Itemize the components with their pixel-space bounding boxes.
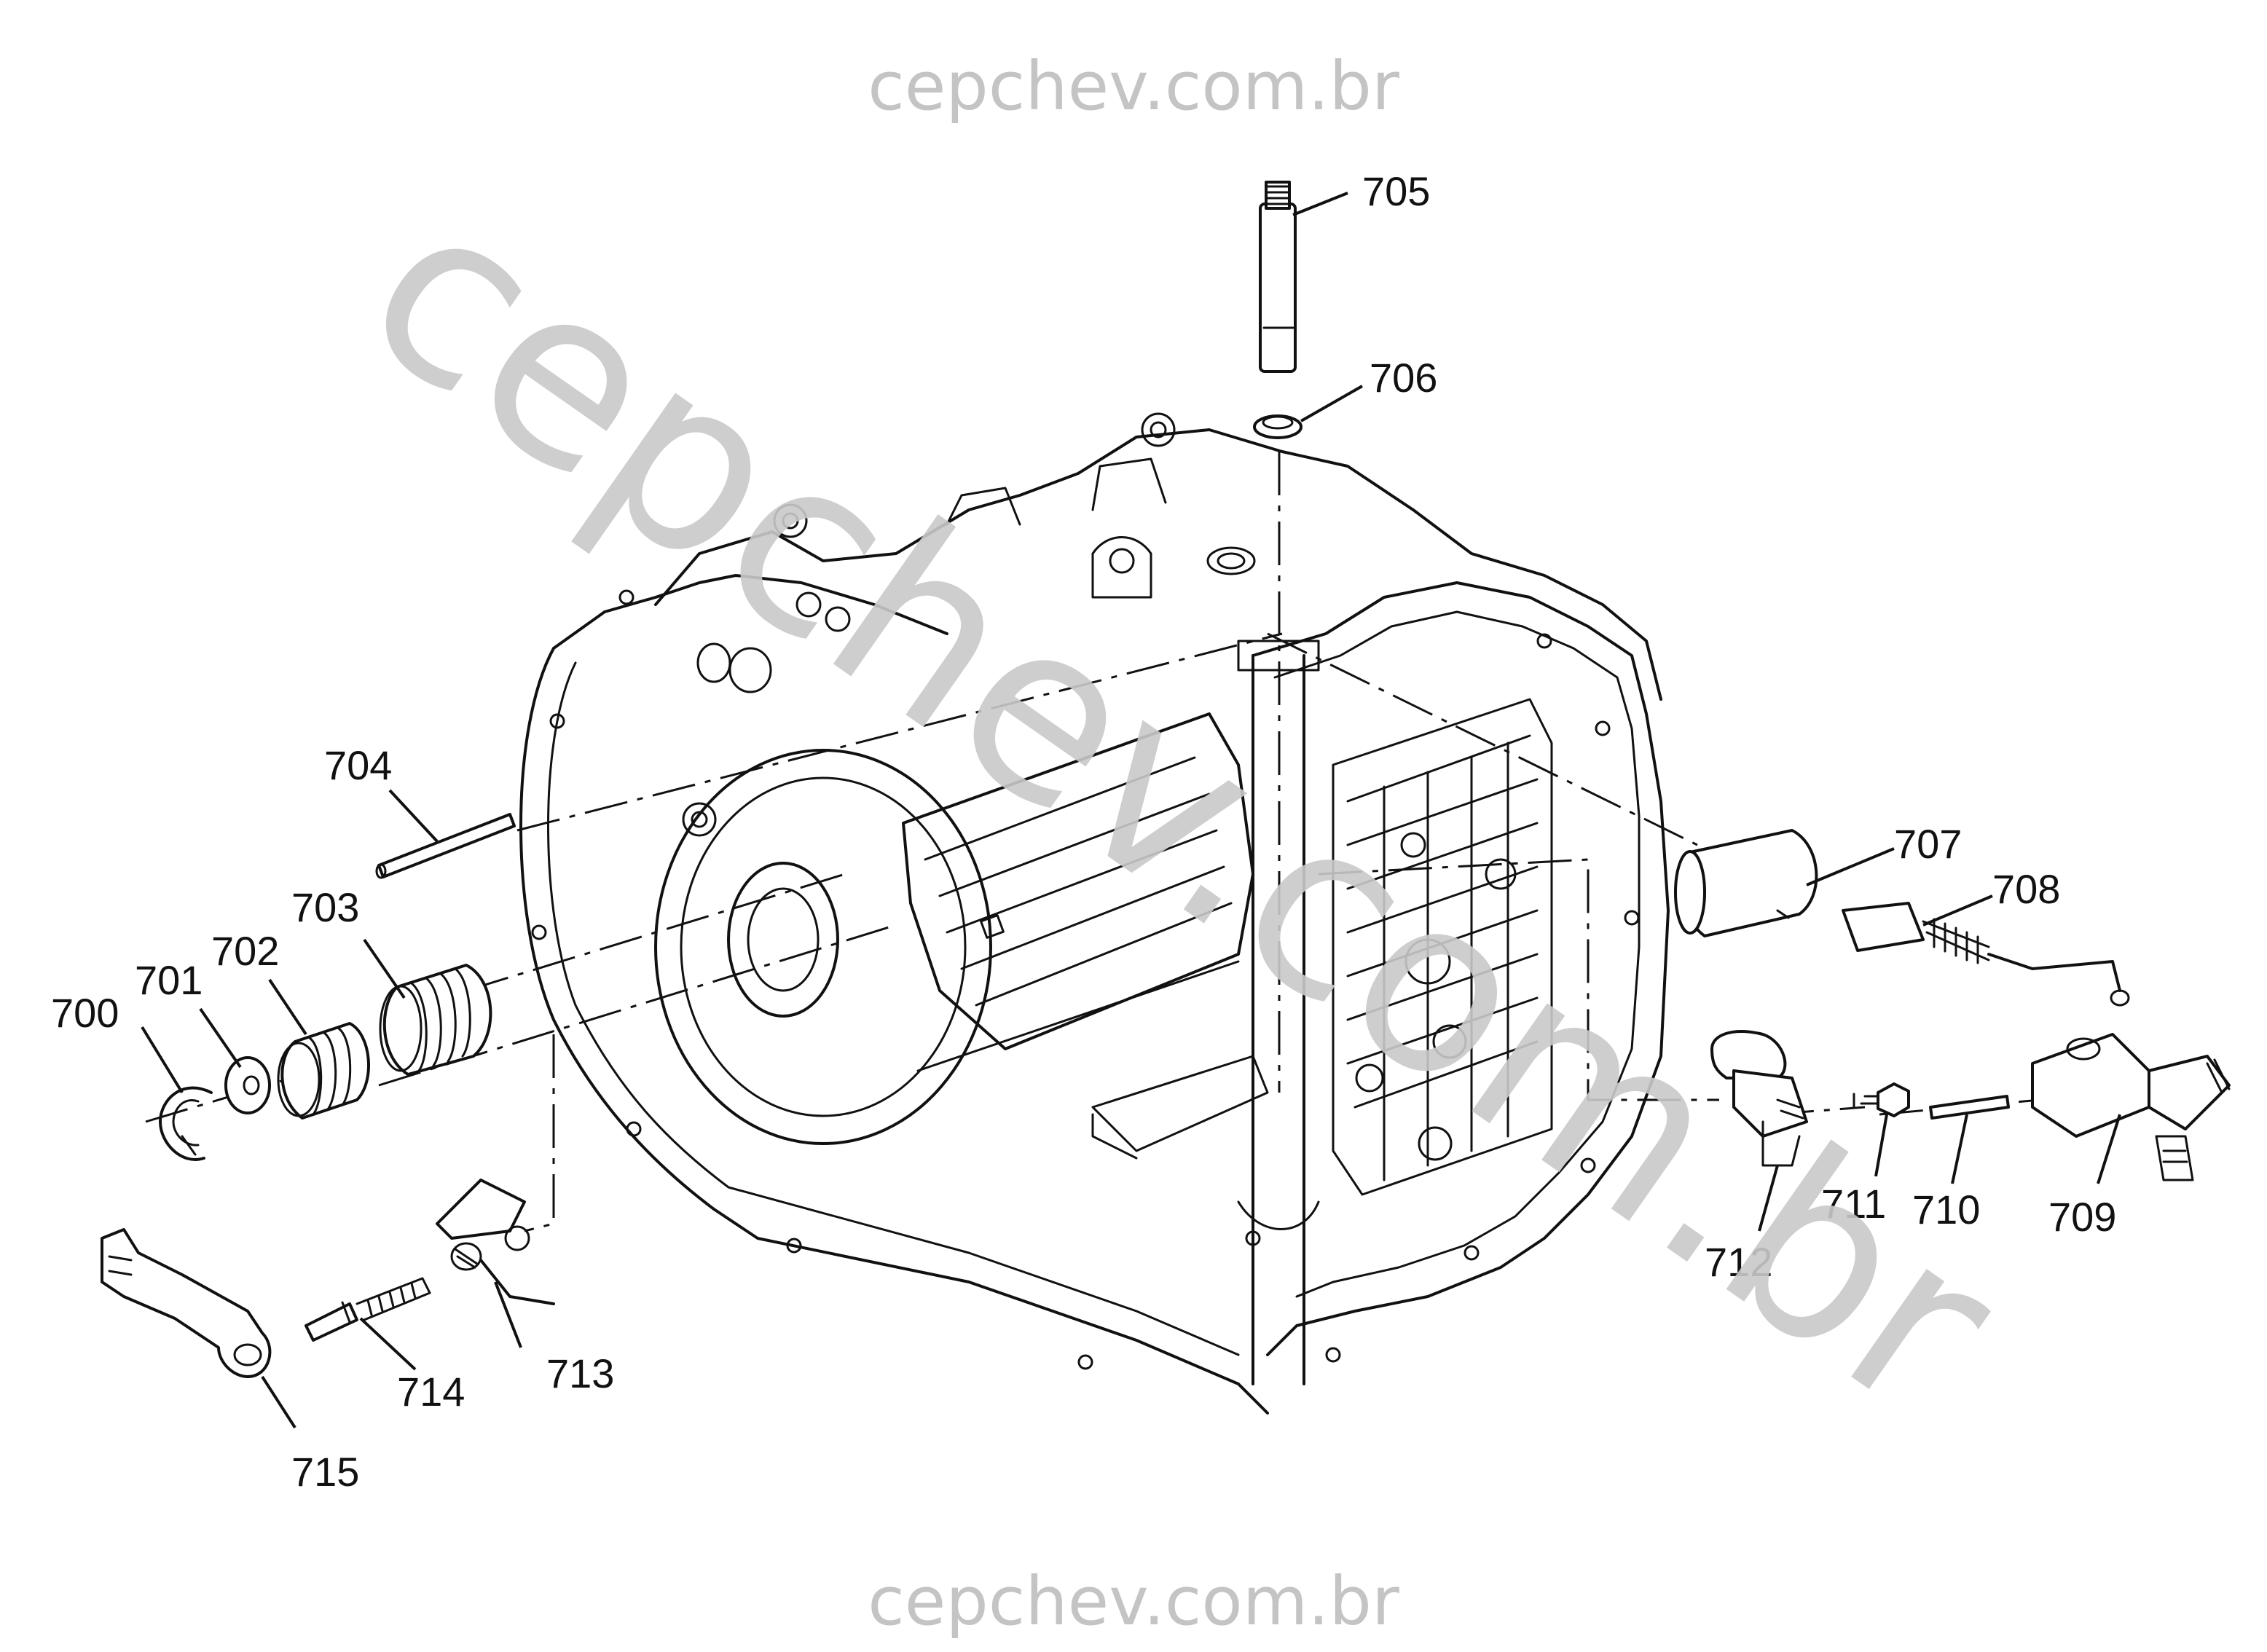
part-714-bolt (305, 1277, 431, 1342)
part-701-washer (224, 1056, 271, 1114)
part-715-detent-lever (101, 1228, 272, 1378)
part-702-spring (277, 1022, 370, 1120)
callout-701: 701 (135, 957, 203, 1003)
part-710-pin (1929, 1095, 2010, 1120)
valve-body (1332, 698, 1553, 1196)
bolt-holes (531, 589, 1640, 1370)
callout-702: 702 (211, 928, 279, 974)
part-712-sensor (1710, 1030, 1808, 1167)
callout-708: 708 (1992, 866, 2060, 912)
watermark-top: cepchev.com.br (868, 47, 1399, 125)
part-709-range-switch (2031, 1033, 2231, 1181)
callout-711: 711 (1821, 1181, 1886, 1227)
callout-713: 713 (546, 1350, 614, 1396)
part-704-pin (375, 813, 516, 879)
part-713-detent-spring (436, 1179, 555, 1305)
callout-706: 706 (1370, 355, 1437, 401)
watermark-bottom: cepchev.com.br (868, 1562, 1399, 1640)
callout-labels: 700 701 702 703 704 705 706 707 708 709 … (51, 168, 2116, 1495)
part-700-snap-ring (159, 1086, 213, 1161)
callout-704: 704 (324, 742, 392, 788)
part-711-bolt (1853, 1082, 1910, 1117)
callout-712: 712 (1705, 1239, 1772, 1285)
part-707-sleeve (1674, 829, 1818, 937)
callout-715: 715 (291, 1449, 359, 1495)
leader-lines (141, 192, 2121, 1429)
part-708-manual-valve (1842, 902, 2130, 1007)
callout-705: 705 (1362, 168, 1430, 214)
callout-710: 710 (1912, 1187, 1980, 1232)
callout-707: 707 (1894, 821, 1962, 867)
part-706-seal (1253, 414, 1303, 439)
part-703-spring (379, 964, 492, 1076)
callout-709: 709 (2048, 1194, 2116, 1240)
part-705-shaft (1259, 181, 1297, 373)
callout-714: 714 (397, 1369, 465, 1415)
callout-703: 703 (291, 884, 359, 930)
watermark-diagonal: cepchev.com.br (320, 145, 2044, 1469)
callout-700: 700 (51, 990, 119, 1036)
